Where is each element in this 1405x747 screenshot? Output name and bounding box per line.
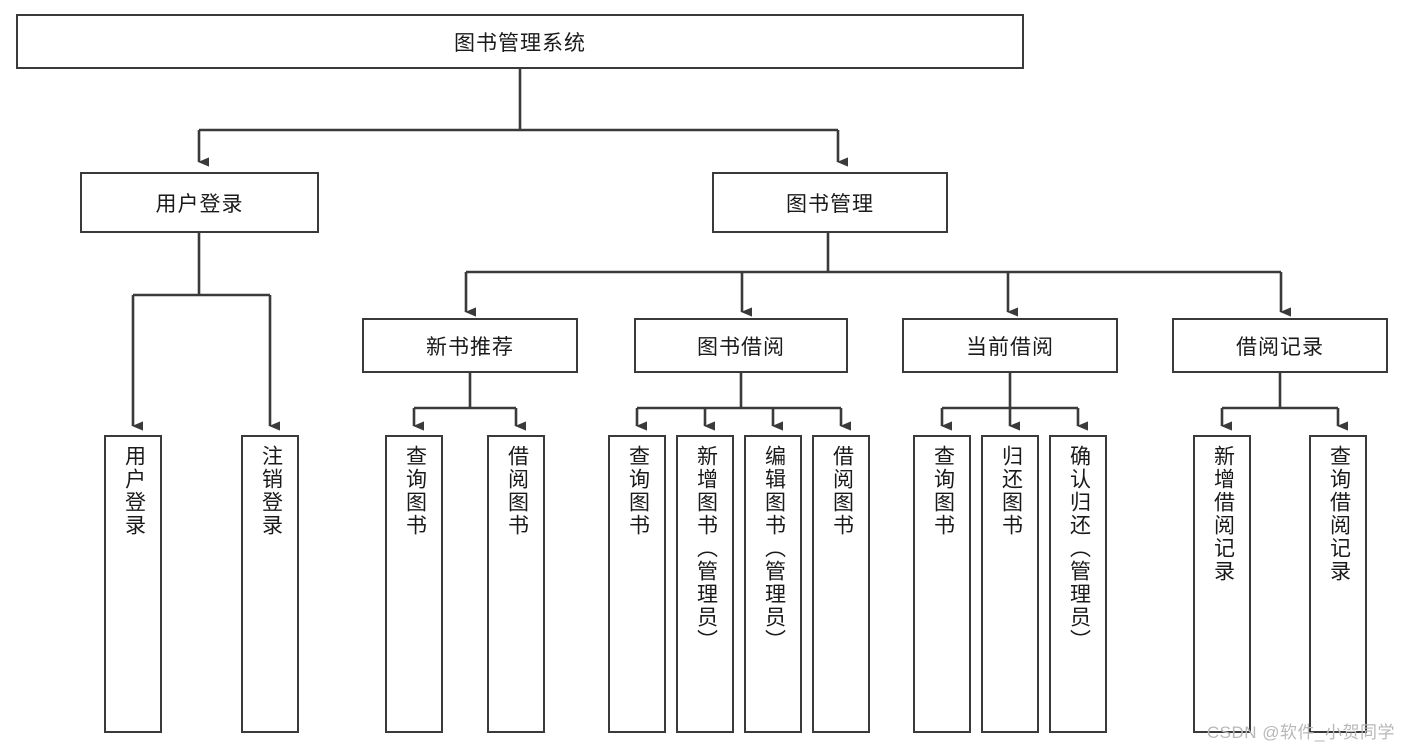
node-leaf-query-book-2-label: 查询图书 [626, 445, 650, 537]
node-leaf-borrow-book-1[interactable]: 借阅图书 [487, 435, 545, 733]
node-current-borrow[interactable]: 当前借阅 [902, 318, 1118, 373]
node-leaf-user-login-label: 用户登录 [122, 445, 146, 537]
node-leaf-confirm-return-label: 确认归还（管理员） [1067, 445, 1091, 652]
node-leaf-query-record-label: 查询借阅记录 [1327, 445, 1351, 583]
node-new-book-recommend-label: 新书推荐 [426, 335, 514, 359]
watermark: CSDN @软件_小贺同学 [1206, 723, 1395, 742]
node-leaf-query-book-3[interactable]: 查询图书 [913, 435, 971, 733]
node-root-label: 图书管理系统 [454, 31, 586, 55]
node-book-borrow-label: 图书借阅 [697, 335, 785, 359]
node-user-login[interactable]: 用户登录 [80, 172, 319, 233]
node-leaf-logout-label: 注销登录 [259, 445, 283, 537]
node-leaf-borrow-book-2[interactable]: 借阅图书 [812, 435, 870, 733]
node-leaf-edit-book-label: 编辑图书（管理员） [762, 445, 786, 652]
node-book-management-label: 图书管理 [786, 192, 874, 216]
node-root[interactable]: 图书管理系统 [16, 14, 1024, 69]
node-borrow-record-label: 借阅记录 [1236, 335, 1324, 359]
node-book-management[interactable]: 图书管理 [712, 172, 948, 233]
node-leaf-query-book-1[interactable]: 查询图书 [385, 435, 443, 733]
node-leaf-add-record-label: 新增借阅记录 [1211, 445, 1235, 583]
node-leaf-borrow-book-2-label: 借阅图书 [830, 445, 854, 537]
node-borrow-record[interactable]: 借阅记录 [1172, 318, 1388, 373]
node-leaf-borrow-book-1-label: 借阅图书 [505, 445, 529, 537]
node-leaf-edit-book[interactable]: 编辑图书（管理员） [744, 435, 802, 733]
node-new-book-recommend[interactable]: 新书推荐 [362, 318, 578, 373]
node-leaf-return-book[interactable]: 归还图书 [981, 435, 1039, 733]
node-leaf-add-book[interactable]: 新增图书（管理员） [676, 435, 734, 733]
node-leaf-logout[interactable]: 注销登录 [241, 435, 299, 733]
node-book-borrow[interactable]: 图书借阅 [634, 318, 848, 373]
node-leaf-query-book-2[interactable]: 查询图书 [608, 435, 666, 733]
node-leaf-return-book-label: 归还图书 [999, 445, 1023, 537]
node-leaf-user-login[interactable]: 用户登录 [104, 435, 162, 733]
node-leaf-query-book-3-label: 查询图书 [931, 445, 955, 537]
node-leaf-query-book-1-label: 查询图书 [403, 445, 427, 537]
node-user-login-label: 用户登录 [155, 192, 244, 216]
node-leaf-query-record[interactable]: 查询借阅记录 [1309, 435, 1367, 733]
node-leaf-add-record[interactable]: 新增借阅记录 [1193, 435, 1251, 733]
node-current-borrow-label: 当前借阅 [966, 335, 1054, 359]
node-leaf-confirm-return[interactable]: 确认归还（管理员） [1049, 435, 1107, 733]
node-leaf-add-book-label: 新增图书（管理员） [694, 445, 718, 652]
